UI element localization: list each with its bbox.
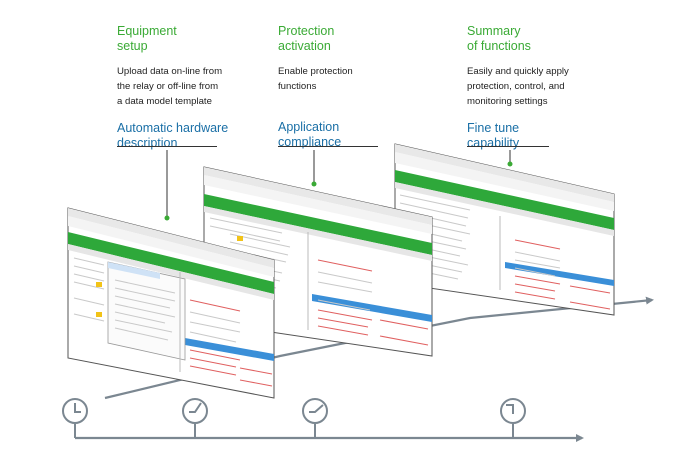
connector-dot (311, 181, 317, 187)
step-column-2: Protection activation Enable protection … (278, 24, 428, 150)
divider (278, 146, 378, 147)
step-column-1: Equipment setup Upload data on-line from… (117, 24, 267, 151)
step-description: Enable protection functions (278, 66, 353, 92)
connector-dot (164, 215, 170, 221)
app-screenshot-3 (394, 143, 615, 316)
connector-dot (507, 161, 513, 167)
step-description: Easily and quickly apply protection, con… (467, 66, 569, 107)
step-title: Summary of functions (467, 24, 531, 53)
divider (117, 146, 217, 147)
step-title: Equipment setup (117, 24, 177, 53)
step-capability: Application compliance (278, 120, 342, 149)
divider (467, 146, 549, 147)
step-title: Protection activation (278, 24, 335, 53)
clock-icon (62, 398, 88, 424)
step-description: Upload data on-line from the relay or of… (117, 66, 223, 107)
clock-icon (182, 398, 208, 424)
app-screenshot-2 (203, 166, 433, 357)
step-column-3: Summary of functions Easily and quickly … (467, 24, 617, 151)
app-screenshot-1 (67, 207, 275, 399)
clock-icon (302, 398, 328, 424)
clock-icon (500, 398, 526, 424)
